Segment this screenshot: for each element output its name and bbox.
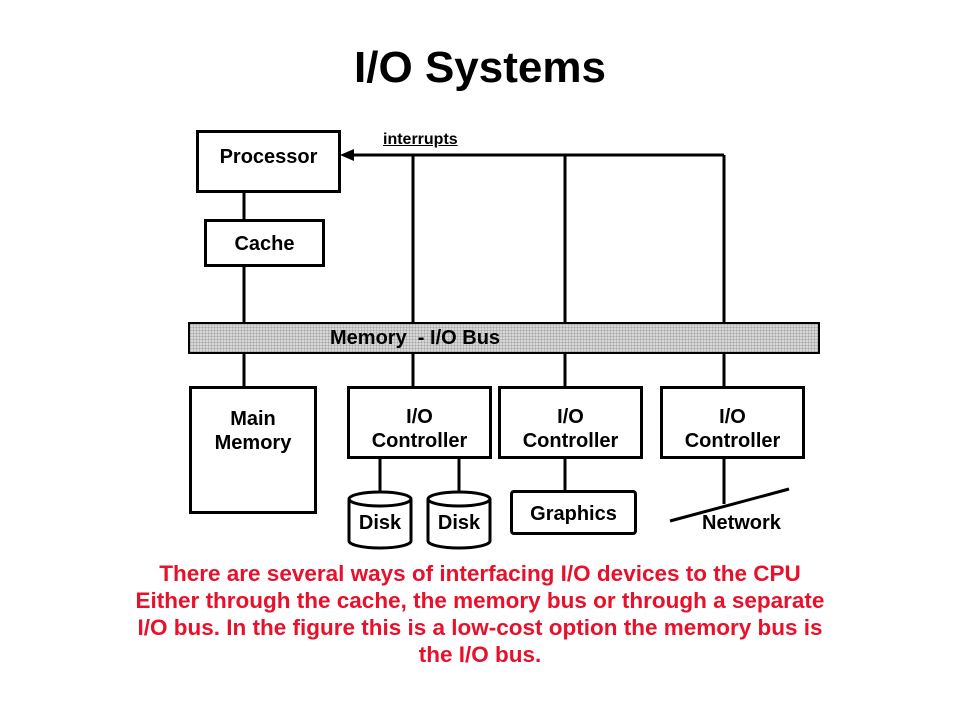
- interrupt-arrow-icon: [340, 149, 354, 161]
- io-controller-3: I/O Controller: [660, 386, 805, 459]
- interrupts-label: interrupts: [383, 131, 458, 148]
- disk-cylinder-2-top: [426, 490, 492, 508]
- disk-2-label: Disk: [437, 512, 481, 534]
- cache-label: Cache: [234, 233, 295, 255]
- disk-cylinders: [347, 490, 492, 550]
- io-controller-3-line1: I/O: [719, 406, 746, 428]
- io-controller-3-line2: Controller: [684, 430, 781, 452]
- io-controller-1-line2: Controller: [371, 430, 468, 452]
- disk-1-label: Disk: [358, 512, 402, 534]
- cache-box: Cache: [204, 219, 325, 267]
- caption: There are several ways of interfacing I/…: [60, 560, 900, 668]
- bus-label: Memory - I/O Bus: [330, 327, 501, 349]
- network-label: Network: [702, 512, 781, 534]
- caption-line-2: Either through the cache, the memory bus…: [135, 588, 825, 613]
- network-line: [669, 487, 790, 523]
- io-controller-1: I/O Controller: [347, 386, 492, 459]
- main-memory-box: Main Memory: [189, 386, 317, 514]
- io-controller-2: I/O Controller: [498, 386, 643, 459]
- main-memory-label-line2: Memory: [214, 432, 292, 454]
- disk-cylinder-1: [347, 499, 413, 550]
- caption-line-3: I/O bus. In the figure this is a low-cos…: [137, 615, 823, 640]
- processor-box: Processor: [196, 130, 341, 193]
- io-controller-1-line1: I/O: [406, 406, 433, 428]
- graphics-label: Graphics: [530, 503, 617, 525]
- main-memory-label-line1: Main: [230, 408, 276, 430]
- processor-label: Processor: [219, 146, 318, 168]
- io-controller-2-line1: I/O: [557, 406, 584, 428]
- memory-io-bus: [188, 322, 820, 354]
- slide-title: I/O Systems: [354, 43, 606, 92]
- graphics-box: Graphics: [510, 490, 637, 535]
- caption-line-1: There are several ways of interfacing I/…: [159, 561, 801, 586]
- disk-cylinder-2: [426, 499, 492, 550]
- caption-line-4: the I/O bus.: [418, 642, 542, 667]
- disk-cylinder-1-top: [347, 490, 413, 508]
- io-controller-2-line2: Controller: [522, 430, 619, 452]
